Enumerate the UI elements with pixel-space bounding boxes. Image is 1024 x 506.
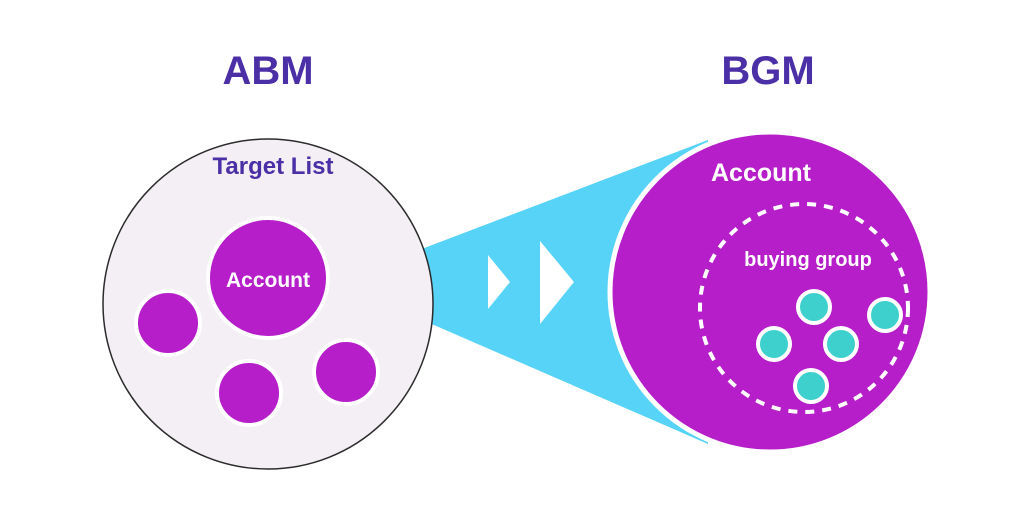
buying-group-member bbox=[756, 326, 792, 362]
account-circle-highlighted bbox=[206, 216, 330, 340]
account-label-right: Account bbox=[711, 159, 812, 187]
chevron-right-icon bbox=[540, 241, 574, 324]
abm-title: ABM bbox=[222, 49, 313, 93]
buying-group-member bbox=[796, 289, 832, 325]
zoom-cone bbox=[335, 140, 708, 444]
double-chevron-right-icon bbox=[488, 241, 574, 324]
account-label-left: Account bbox=[226, 269, 310, 292]
account-circle-zoomed bbox=[607, 129, 933, 455]
buying-group-label: buying group bbox=[744, 249, 872, 271]
buying-group-member bbox=[867, 297, 903, 333]
target-list-label: Target List bbox=[213, 153, 334, 180]
chevron-right-icon bbox=[488, 255, 510, 309]
buying-group-member bbox=[793, 368, 829, 404]
account-circle-small bbox=[134, 289, 202, 357]
buying-group-member bbox=[823, 326, 859, 362]
account-circle-small bbox=[215, 359, 283, 427]
buying-group-circle bbox=[698, 202, 910, 414]
bgm-title: BGM bbox=[721, 49, 814, 93]
account-circle-small bbox=[312, 338, 380, 406]
